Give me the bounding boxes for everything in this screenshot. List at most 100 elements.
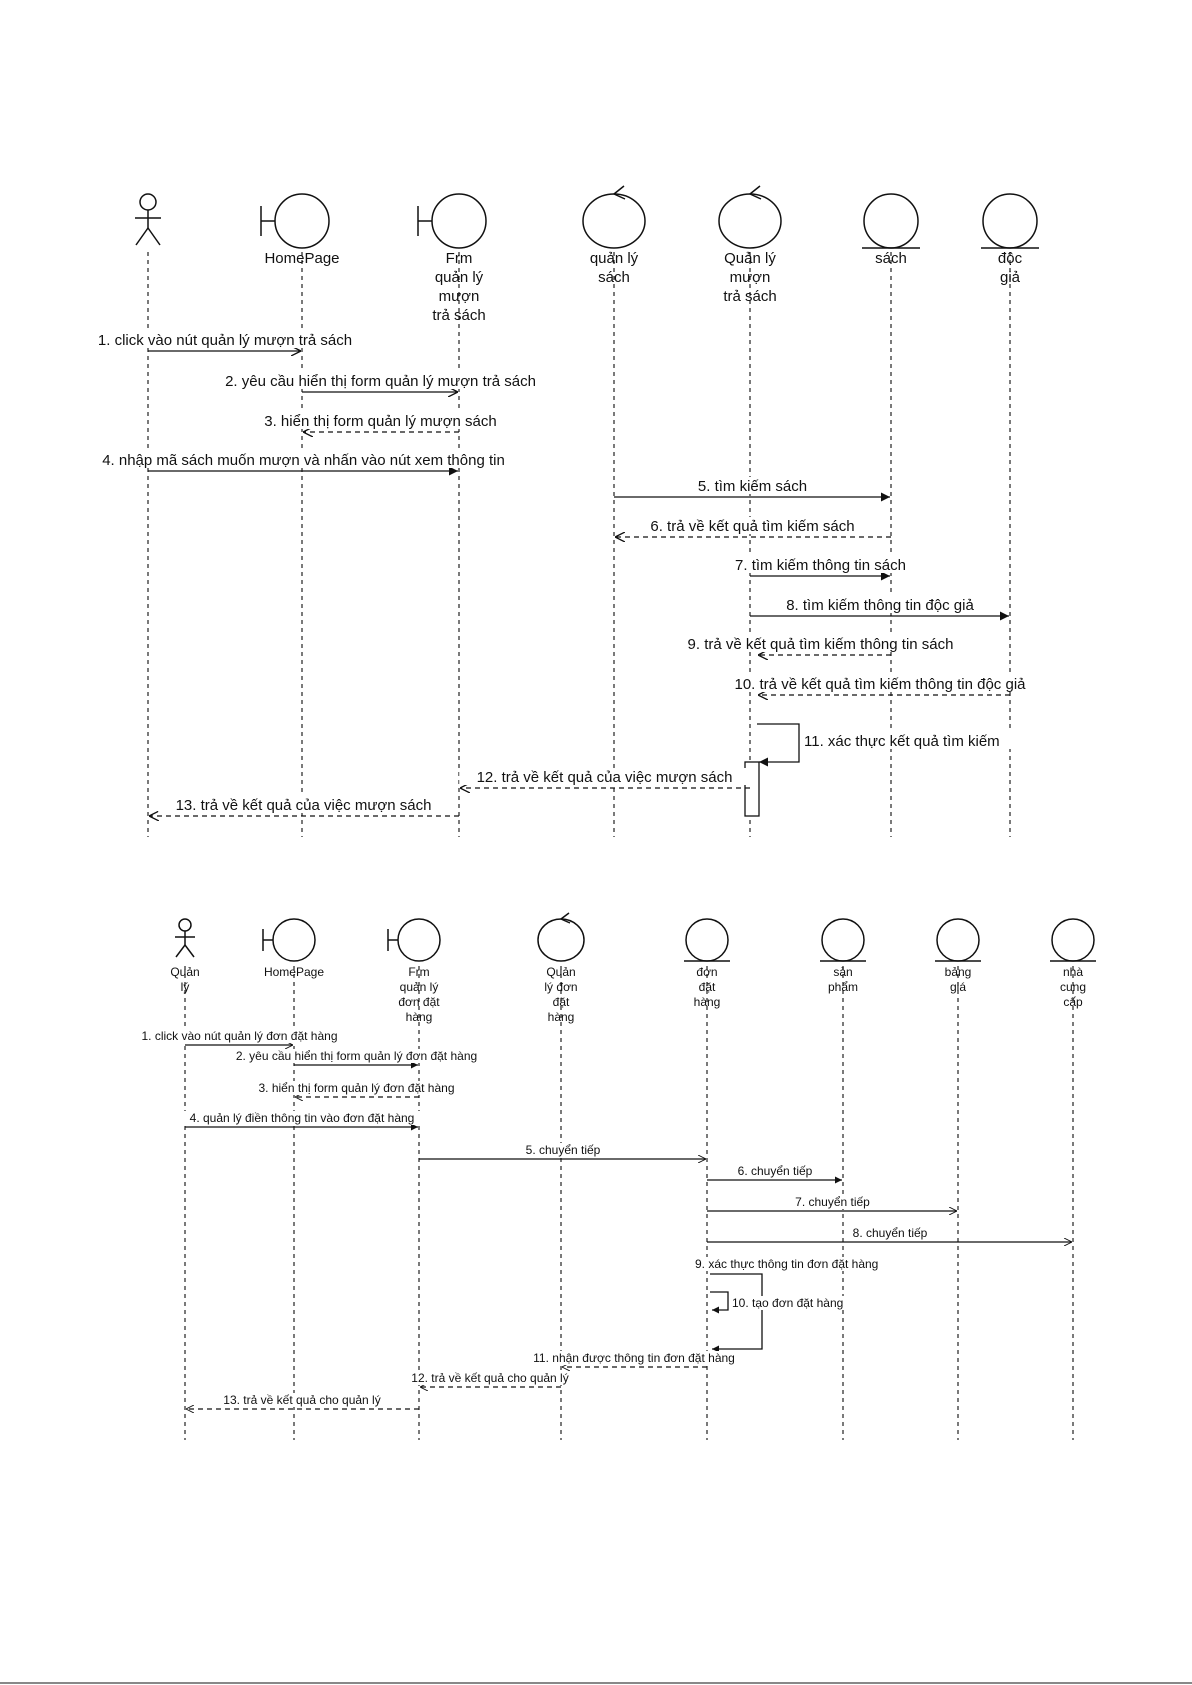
self-message-arrow	[710, 1273, 763, 1353]
lifeline-2: HomePage	[260, 193, 340, 837]
boundary-symbol	[387, 918, 441, 962]
message-label: 7. tìm kiếm thông tin sách	[735, 557, 906, 574]
message-10: 10. trả về kết quả tìm kiếm thông tin độ…	[703, 675, 1057, 695]
message-8: 8. tìm kiếm thông tin độc giả	[750, 596, 1009, 621]
lifeline-name: nhà	[1063, 965, 1083, 979]
boundary-symbol	[417, 193, 487, 249]
lifeline-name: phẩm	[828, 980, 858, 994]
lifeline-1	[135, 193, 161, 837]
self-message-arrow	[757, 723, 800, 767]
lifeline-name: cấp	[1063, 995, 1083, 1009]
message-label: 1. click vào nút quản lý mượn trả sách	[98, 332, 352, 349]
message-9: 9. xác thực thông tin đơn đặt hàng	[694, 1257, 907, 1353]
lifeline-name: HomePage	[264, 965, 324, 979]
lifeline-name: hàng	[694, 995, 721, 1009]
message-label: 8. tìm kiếm thông tin độc giả	[786, 597, 974, 614]
message-7: 7. tìm kiếm thông tin sách	[718, 556, 923, 581]
lifeline-name: trả sách	[432, 307, 485, 324]
lifeline-name: bảng	[945, 965, 972, 979]
lifeline-name: Quản lý	[724, 250, 776, 267]
lifeline-name: lý đơn	[544, 980, 577, 994]
message-4: 4. nhập mã sách muốn mượn và nhấn vào nú…	[88, 451, 519, 476]
message-5: 5. tìm kiếm sách	[614, 477, 890, 502]
message-label: 3. hiển thị form quản lý mượn sách	[264, 413, 497, 430]
lifeline-name: quản lý	[435, 269, 484, 286]
message-13: 13. trả về kết quả cho quản lý	[186, 1393, 419, 1409]
lifeline-name: Frm	[446, 250, 473, 267]
message-12: 12. trả về kết quả của việc mượn sách	[459, 768, 750, 788]
message-12: 12. trả về kết quả cho quản lý	[395, 1371, 585, 1387]
message-label: 4. quản lý điền thông tin vào đơn đặt hà…	[190, 1111, 415, 1125]
message-label: 10. tạo đơn đặt hàng	[732, 1296, 843, 1310]
message-6: 6. chuyển tiếp	[707, 1164, 842, 1184]
message-label: 6. trả về kết quả tìm kiếm sách	[650, 518, 854, 535]
control-symbol	[718, 185, 782, 249]
lifeline-name: HomePage	[264, 250, 339, 267]
lifeline-name: sách	[598, 269, 630, 286]
boundary-symbol	[260, 193, 330, 249]
lifeline-name: Frm	[408, 965, 429, 979]
message-label: 10. trả về kết quả tìm kiếm thông tin độ…	[735, 676, 1027, 693]
entity-symbol	[820, 918, 866, 962]
lifeline-name: quản lý	[400, 980, 439, 994]
lifeline-name: mượn	[439, 288, 480, 305]
lifeline-2: HomePage	[262, 918, 324, 1440]
message-11: 11. xác thực kết quả tìm kiếm	[757, 723, 1030, 767]
lifeline-name: Quản	[170, 965, 199, 979]
message-1: 1. click vào nút quản lý mượn trả sách	[75, 331, 375, 351]
control-symbol	[537, 912, 585, 962]
message-label: 6. chuyển tiếp	[738, 1164, 813, 1178]
lifeline-name: đơn đặt	[398, 995, 440, 1009]
lifeline-7: độc giả	[981, 193, 1039, 837]
message-3: 3. hiển thị form quản lý đơn đặt hàng	[240, 1081, 473, 1097]
lifeline-name: hàng	[406, 1010, 433, 1024]
message-8: 8. chuyển tiếp	[707, 1226, 1072, 1242]
message-label: 13. trả về kết quả của việc mượn sách	[176, 797, 432, 814]
lifeline-name: lý	[181, 980, 190, 994]
message-label: 5. chuyển tiếp	[526, 1143, 601, 1157]
message-2: 2. yêu cầu hiển thị form quản lý đơn đặt…	[215, 1049, 498, 1069]
message-label: 11. xác thực kết quả tìm kiếm	[804, 733, 1000, 750]
message-3: 3. hiển thị form quản lý mượn sách	[246, 412, 515, 432]
entity-symbol	[684, 918, 730, 962]
sequence-diagram-muon-tra-sach: HomePage Frm quản lý mượn trả sách quản lýsác…	[75, 185, 1057, 837]
message-11: 11. nhận được thông tin đơn đặt hàng	[520, 1351, 748, 1367]
message-label: 9. xác thực thông tin đơn đặt hàng	[695, 1257, 878, 1271]
message-10: 10. tạo đơn đặt hàng	[710, 1291, 856, 1314]
lifeline-name: độc	[998, 250, 1023, 267]
lifeline-name: mượn	[730, 269, 771, 286]
message-label: 12. trả về kết quả cho quản lý	[411, 1371, 568, 1385]
lifeline-name: trả sách	[723, 288, 776, 305]
message-9: 9. trả về kết quả tìm kiếm thông tin sác…	[659, 635, 982, 655]
message-7: 7. chuyển tiếp	[707, 1195, 957, 1211]
message-4: 4. quản lý điền thông tin vào đơn đặt hà…	[169, 1111, 435, 1131]
lifeline-name: giả	[1000, 269, 1021, 286]
lifeline-name: sản	[833, 965, 852, 979]
message-label: 12. trả về kết quả của việc mượn sách	[477, 769, 733, 786]
message-1: 1. click vào nút quản lý đơn đặt hàng	[123, 1029, 356, 1045]
self-message-arrow	[710, 1291, 729, 1314]
lifeline-5: Quản lý mượn trả sách	[718, 185, 782, 837]
lifeline-name: đặt	[699, 980, 716, 994]
lifeline-3: Frm quản lý mượn trả sách	[417, 193, 487, 837]
lifeline-name: hàng	[548, 1010, 575, 1024]
message-label: 8. chuyển tiếp	[853, 1226, 928, 1240]
entity-symbol	[981, 193, 1039, 249]
message-label: 2. yêu cầu hiển thị form quản lý đơn đặt…	[236, 1049, 477, 1063]
lifeline-name: giá	[950, 980, 966, 994]
message-2: 2. yêu cầu hiển thị form quản lý mượn tr…	[200, 372, 561, 392]
lifeline-name: đơn	[696, 965, 717, 979]
control-symbol	[582, 185, 646, 249]
lifeline-name: sách	[875, 250, 907, 267]
message-label: 4. nhập mã sách muốn mượn và nhấn vào nú…	[102, 452, 505, 469]
lifeline-name: cung	[1060, 980, 1086, 994]
message-label: 3. hiển thị form quản lý đơn đặt hàng	[259, 1081, 455, 1095]
message-label: 5. tìm kiếm sách	[698, 478, 807, 495]
lifeline-6: sách	[862, 193, 920, 837]
message-label: 1. click vào nút quản lý đơn đặt hàng	[142, 1029, 338, 1043]
